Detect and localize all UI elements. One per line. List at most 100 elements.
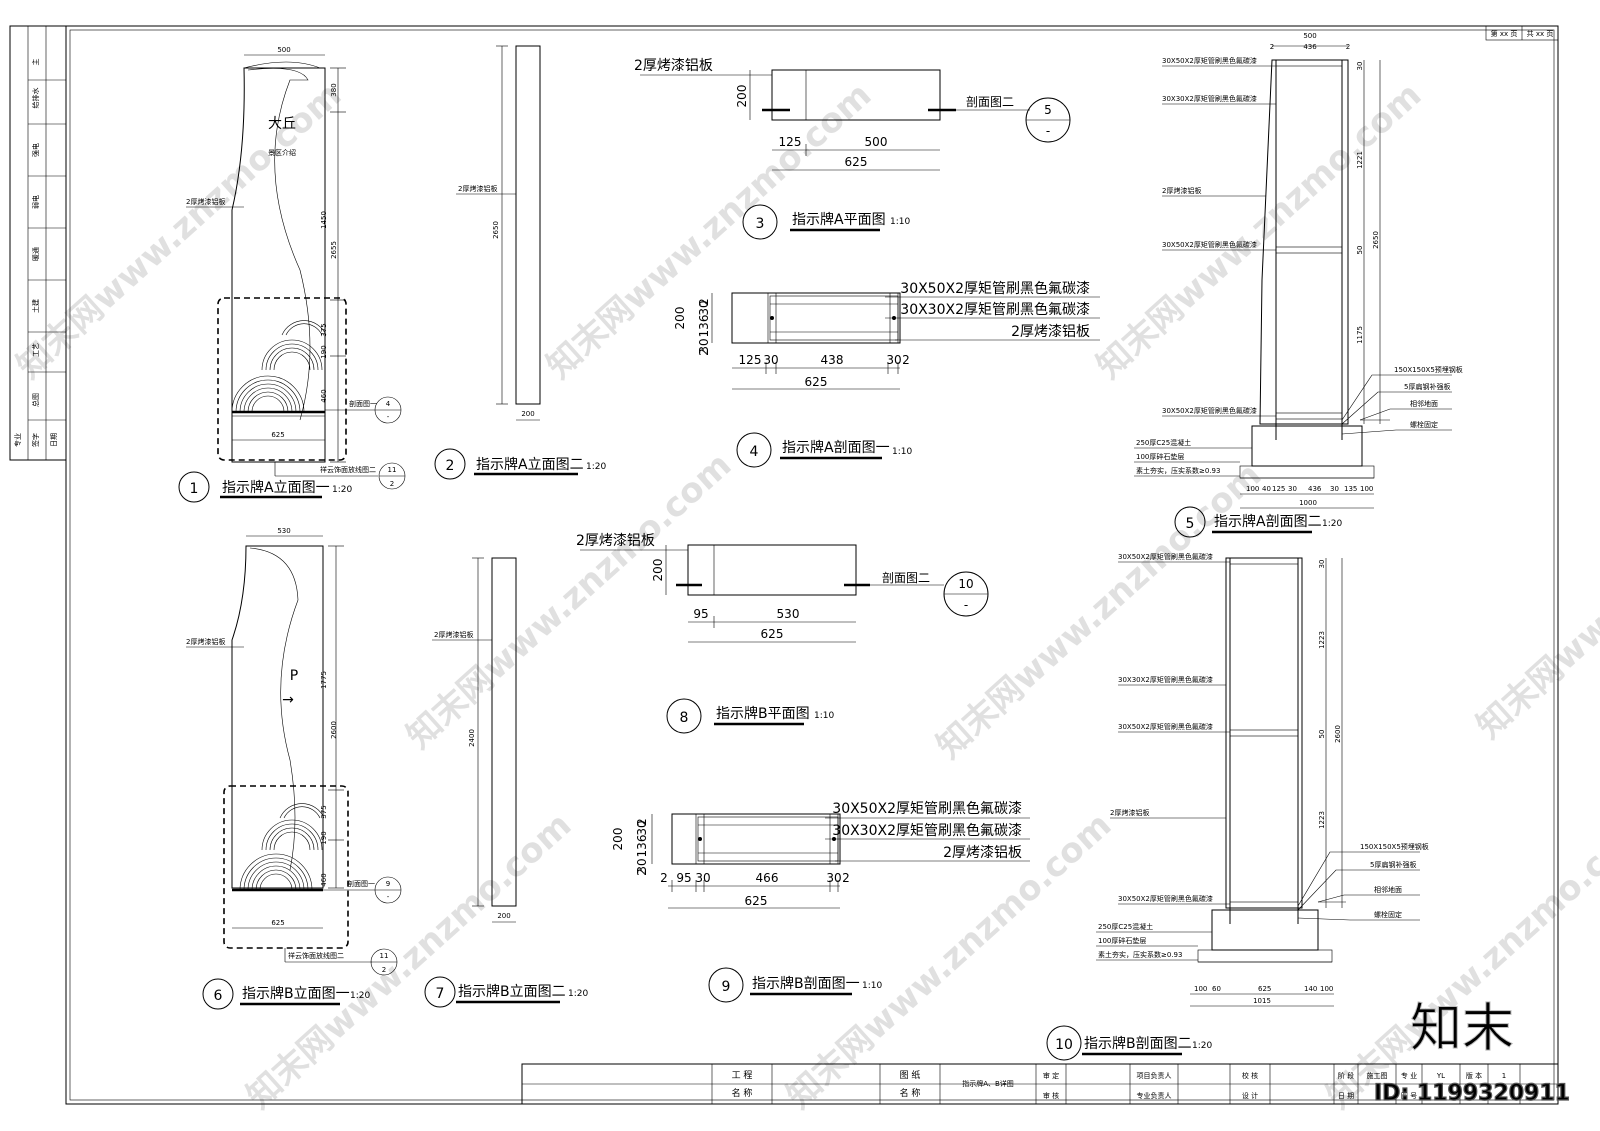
material-note: 30X50X2厚矩管刷黑色氟碳漆	[1118, 894, 1213, 903]
callout-label: 剖面图二	[966, 95, 1014, 109]
dim-text: 200	[673, 307, 687, 330]
material-note: 30X30X2厚矩管刷黑色氟碳漆	[1118, 675, 1213, 684]
image-id-text: ID: 1199320911	[1374, 1081, 1570, 1106]
version-label: 版 本	[1466, 1071, 1482, 1080]
callout-number: 11	[388, 466, 397, 474]
material-note: 150X150X5预埋钢板	[1360, 842, 1429, 851]
dim-text: 625	[271, 431, 284, 439]
view-10-sign-b-section-2: 1223 1223 2600 50 30 30X50X2厚矩管刷黑色氟碳漆 30…	[1046, 552, 1429, 1061]
dim-text: 200	[611, 828, 625, 851]
dim-text: 530	[277, 527, 290, 535]
material-note: 30X50X2厚矩管刷黑色氟碳漆	[900, 280, 1090, 297]
callout-sub: -	[964, 598, 968, 612]
side-label: 专业	[13, 433, 22, 447]
view-number: 1	[190, 481, 199, 497]
dim-text: 100	[1194, 985, 1207, 993]
dim-text: 625	[761, 627, 784, 641]
material-note: 2厚烤漆铝板	[458, 184, 497, 193]
view-number: 6	[214, 988, 223, 1004]
material-note: 素土夯实，压实系数≥0.93	[1136, 466, 1220, 475]
material-note: 2厚烤漆铝板	[634, 58, 713, 74]
dim-text: 136	[635, 835, 649, 858]
view-4-sign-a-section-1: 30X50X2厚矩管刷黑色氟碳漆 30X30X2厚矩管刷黑色氟碳漆 2厚烤漆铝板…	[673, 280, 1100, 468]
side-label: 工艺	[32, 343, 40, 357]
dim-text: 2	[1346, 43, 1350, 51]
dim-text: 30	[886, 353, 901, 367]
material-note: 30X30X2厚矩管刷黑色氟碳漆	[900, 301, 1090, 318]
callout-label: 祥云饰面放线图二	[288, 951, 344, 960]
sign-subtitle-text: 景区介绍	[268, 148, 296, 157]
view-number: 7	[436, 986, 445, 1002]
view-3-sign-a-plan: 2厚烤漆铝板 200 125 500 625 剖面图二 5 - 3 指示牌A平面…	[634, 58, 1071, 240]
dim-text: 2	[1270, 43, 1274, 51]
dim-text: 100	[1320, 985, 1333, 993]
dim-text: 2	[697, 298, 711, 306]
material-note: 2厚烤漆铝板	[1110, 808, 1149, 817]
dim-text: 2600	[1334, 725, 1342, 743]
brand-logo: 知末	[1410, 999, 1514, 1059]
view-scale: 1:20	[350, 991, 370, 1001]
material-note: 100厚碎石垫层	[1136, 452, 1184, 461]
view-number: 8	[680, 710, 689, 726]
dim-text: 30	[1288, 485, 1297, 493]
view-8-sign-b-plan: 2厚烤漆铝板 200 95 530 625 剖面图二 10 - 8 指示牌B平面…	[576, 533, 989, 734]
material-note: 150X150X5预埋钢板	[1394, 365, 1463, 374]
sign-p-letter: P	[290, 668, 298, 684]
view-title: 指示牌B剖面图二	[1084, 1035, 1192, 1052]
dim-text: 625	[845, 155, 868, 169]
view-title: 指示牌A平面图	[792, 211, 886, 228]
dim-text: 466	[756, 871, 779, 885]
side-label: 主	[31, 59, 40, 66]
version-value: 1	[1502, 1072, 1506, 1080]
view-scale: 1:10	[890, 217, 910, 227]
material-note: 素土夯实，压实系数≥0.93	[1098, 950, 1182, 959]
dim-text: 1223	[1318, 631, 1326, 649]
dim-text: 500	[277, 46, 290, 54]
check-label: 校 核	[1242, 1071, 1258, 1080]
callout-label: 剖面图二	[882, 571, 930, 585]
dim-text: 1223	[1318, 811, 1326, 829]
sign-title-text: 大丘	[268, 116, 296, 132]
material-note: 30X30X2厚矩管刷黑色氟碳漆	[1162, 94, 1257, 103]
dim-text: 30	[635, 820, 649, 835]
design-label: 设 计	[1242, 1091, 1258, 1100]
dim-text: 2400	[468, 729, 476, 747]
dim-text: 30	[635, 858, 649, 873]
stage-label: 阶 段	[1338, 1071, 1354, 1080]
dim-text: 2	[660, 871, 668, 885]
callout-number: 4	[386, 400, 391, 408]
drawing-label: 图 纸	[900, 1069, 921, 1081]
dim-text: 625	[271, 919, 284, 927]
callout-number: 11	[380, 952, 389, 960]
dim-text: 95	[693, 607, 708, 621]
callout-sub: -	[387, 413, 390, 421]
sign-arrow-icon: →	[282, 692, 294, 708]
dim-text: 1450	[320, 211, 328, 229]
dim-text: 30	[697, 338, 711, 353]
callout-label: 剖面图一	[349, 399, 377, 408]
page-number: 第 xx 页	[1491, 29, 1518, 38]
material-note: 30X50X2厚矩管刷黑色氟碳漆	[1118, 722, 1213, 731]
view-scale: 1:20	[1192, 1041, 1212, 1051]
callout-sub: -	[1046, 124, 1050, 138]
dim-text: 30	[826, 871, 841, 885]
view-title: 指示牌B剖面图一	[752, 975, 860, 992]
dim-text: 625	[1258, 985, 1271, 993]
side-label: 总图	[31, 393, 40, 407]
dim-text: 625	[745, 894, 768, 908]
view-number: 5	[1186, 516, 1195, 532]
dim-text: 436	[1308, 485, 1322, 493]
material-note: 30X30X2厚矩管刷黑色氟碳漆	[832, 822, 1022, 839]
dim-text: 30	[1318, 560, 1326, 569]
view-number: 4	[750, 444, 759, 460]
dim-text: 500	[865, 135, 888, 149]
major-value: YL	[1436, 1072, 1445, 1080]
dim-text: 30	[695, 871, 710, 885]
view-scale: 1:20	[568, 989, 588, 999]
page-counter: 第 xx 页 共 xx 页	[1485, 25, 1559, 41]
dim-text: 190	[320, 831, 328, 844]
dim-text: 375	[320, 323, 328, 336]
dim-text: 30	[763, 353, 778, 367]
callout-sub: 2	[390, 480, 394, 488]
view-scale: 1:10	[814, 711, 834, 721]
